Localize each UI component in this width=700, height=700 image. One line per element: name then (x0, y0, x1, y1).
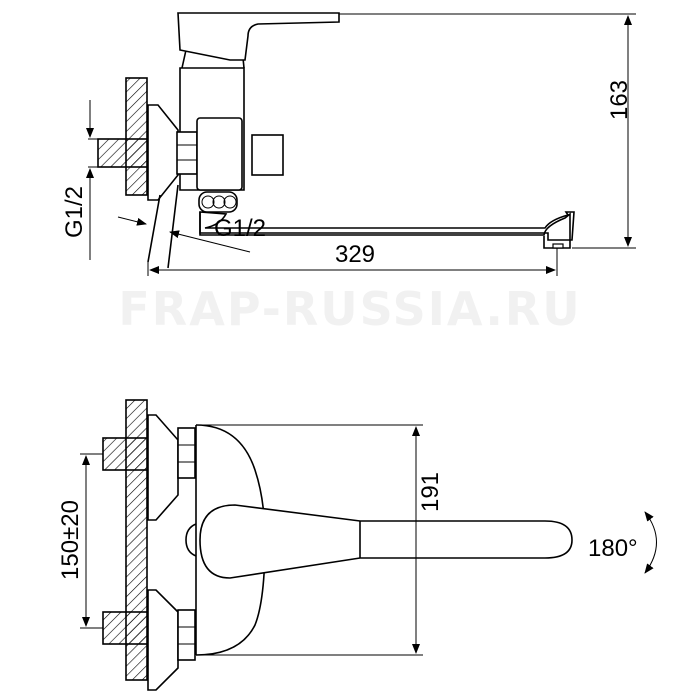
rotation-label: 180° (588, 535, 638, 562)
upper-inlet-pipe (102, 437, 149, 471)
body-height-dimension-label: 191 (417, 472, 444, 512)
flange (147, 104, 179, 201)
nut (176, 131, 198, 175)
side-view: 163 329 G1/2 G1/2 (61, 12, 636, 276)
spout (199, 211, 575, 241)
lever-handle-front (199, 504, 573, 579)
diverter-knob (251, 134, 284, 176)
front-view: 191 150±20 180° (57, 399, 657, 691)
upper-flange (147, 414, 179, 521)
lower-inlet-pipe (102, 611, 149, 645)
length-dimension-label: 329 (335, 241, 375, 268)
inlet-thread-label: G1/2 (61, 186, 88, 238)
lever-handle-side (177, 12, 340, 61)
watermark: FRAP-RUSSIA.RU (118, 282, 581, 336)
rotation-arrow-icon (644, 511, 657, 574)
height-dimension-label: 163 (606, 80, 633, 120)
swivel-joint (198, 191, 238, 213)
lower-nut (177, 609, 196, 661)
spout-outline (199, 212, 571, 249)
lower-flange (147, 589, 179, 691)
aerator (552, 243, 564, 249)
wall-section (125, 77, 148, 196)
inlet-pipe-section (97, 138, 149, 168)
inlet-spacing-label: 150±20 (57, 500, 84, 580)
upper-nut (177, 427, 196, 479)
eccentric-fitting (147, 184, 179, 269)
eccentric-thread-label: G1/2 (214, 215, 266, 242)
diverter-housing (196, 117, 243, 191)
boss (185, 523, 197, 557)
